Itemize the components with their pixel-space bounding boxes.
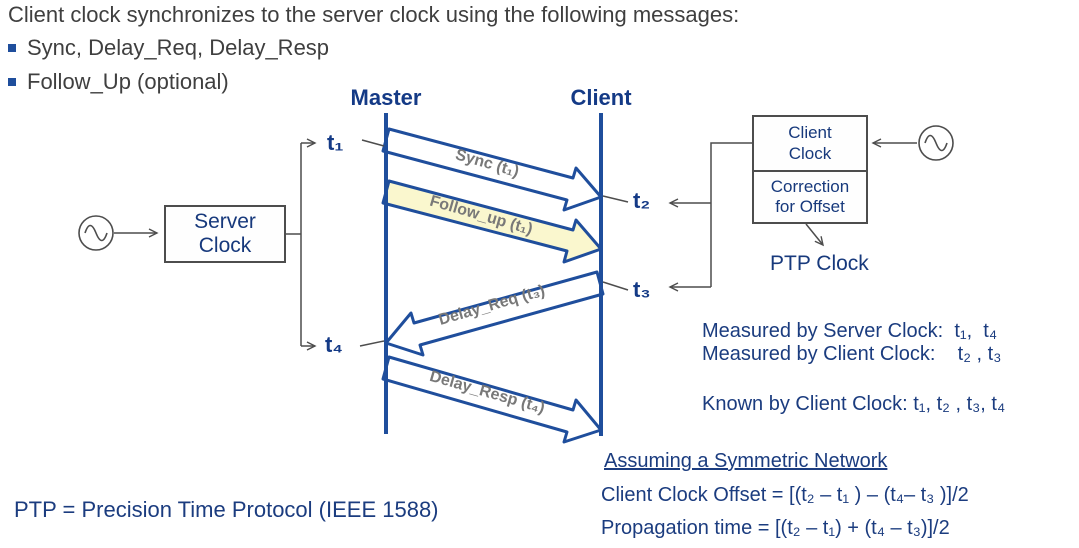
formula-clock-offset: Client Clock Offset = [(t₂ – t₁ ) – (t₄–… [601,484,969,506]
ptp-clock-arrow [805,223,824,247]
correction-for-offset-box: Correction for Offset [752,170,868,224]
delay-resp-arrow [381,355,603,444]
timestamp-t3: t₃ [633,277,651,302]
client-clock-bracket [710,142,752,287]
bullet-label: Sync, Delay_Req, Delay_Resp [27,35,330,60]
timestamp-t1: t₁ [327,130,344,155]
bullet-label: Follow_Up (optional) [27,69,229,94]
server-clock-box: Server Clock [164,205,286,263]
formula-heading: Assuming a Symmetric Network [604,450,888,472]
oscillator-icon-right [918,125,954,161]
timestamp-t2: t₂ [633,188,651,213]
ptp-definition: PTP = Precision Time Protocol (IEEE 1588… [14,497,439,522]
bullet-item-follow-up: Follow_Up (optional) [8,69,229,95]
timestamp-t4: t₄ [325,332,343,357]
tick-t4 [359,340,385,347]
bullet-icon [8,44,16,52]
bullet-icon [8,78,16,86]
note-known-by-client: Known by Client Clock: t₁, t₂ , t₃, t₄ [702,393,1006,415]
bullet-item-messages: Sync, Delay_Req, Delay_Resp [8,35,329,61]
master-lifeline-header: Master [350,85,422,110]
correction-label: Correction for Offset [770,176,850,216]
oscillator-icon-left [78,215,114,251]
server-clock-label: Server Clock [194,209,256,257]
tick-t1 [361,139,385,147]
note-measured-by-client: Measured by Client Clock: t₂ , t₃ [702,343,1002,365]
tick-t3 [602,281,629,291]
ptp-clock-label: PTP Clock [770,252,869,275]
client-clock-label: Client Clock [788,123,832,163]
tick-t2 [602,195,629,203]
client-clock-box: Client Clock [752,115,868,172]
server-clock-bracket [286,143,302,346]
delay-req-arrow [384,270,605,357]
follow-up-arrow [381,179,603,264]
note-measured-by-server: Measured by Server Clock: t₁, t₄ [702,320,998,342]
sync-arrow [381,127,603,212]
formula-propagation-time: Propagation time = [(t₂ – t₁) + (t₄ – t₃… [601,517,950,539]
client-lifeline-header: Client [570,85,632,110]
slide-title: Client clock synchronizes to the server … [8,2,740,27]
